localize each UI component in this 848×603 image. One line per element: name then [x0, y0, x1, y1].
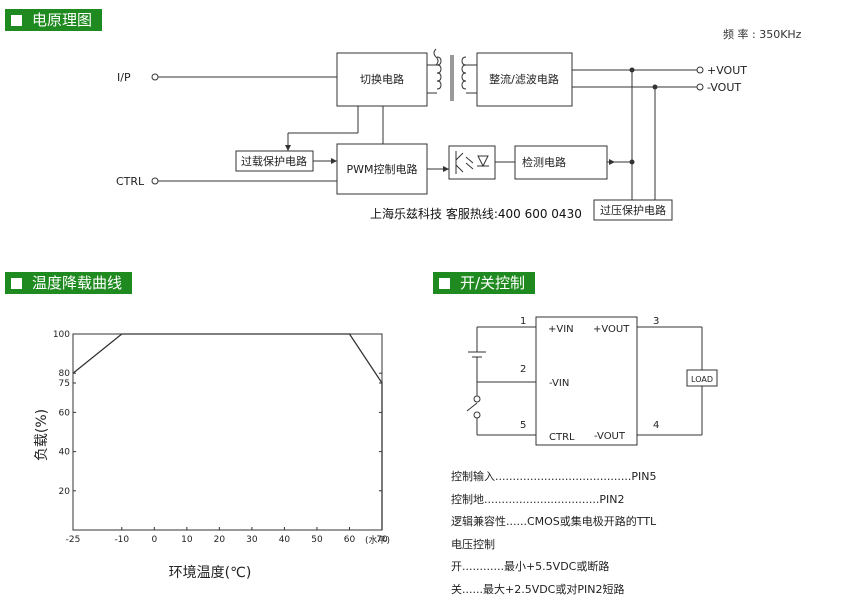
x-tick-label: 40 [279, 535, 291, 545]
y-axis-label: 负载(%) [34, 409, 50, 461]
pin1-label: 1 [520, 316, 526, 327]
ctrl-pin-label: CTRL [549, 432, 575, 443]
vout-neg-label: -VOUT [707, 81, 741, 94]
x-tick-label: 30 [246, 535, 258, 545]
switch-block-label: 切换电路 [360, 72, 404, 86]
square-bullet-icon [11, 15, 22, 26]
pwm-block-label: PWM控制电路 [346, 162, 417, 176]
schematic-section-title: 电原理图 [32, 11, 93, 29]
x-axis-label: 环境温度(℃) [169, 565, 252, 581]
y-tick-label: 40 [59, 448, 71, 458]
vout-neg-terminal [696, 83, 704, 91]
note-line: 开............最小+5.5VDC或断路 [451, 560, 610, 573]
vout-pos-label: +VOUT [707, 64, 747, 77]
y-tick-label: 60 [59, 408, 71, 418]
y-tick-label: 100 [53, 330, 70, 340]
pin3-label: 3 [653, 316, 659, 327]
x-tick-label: 50 [311, 535, 323, 545]
x-unit-note: (水平) [365, 534, 390, 546]
x-tick-label: -10 [114, 535, 129, 545]
detect-block-label: 检测电路 [522, 155, 566, 169]
square-bullet-icon [439, 278, 450, 289]
load-box [686, 369, 718, 387]
hotline-text: 上海乐兹科技 客服热线:400 600 0430 [370, 206, 582, 221]
y-tick-label: 20 [59, 487, 71, 497]
onoff-diagram: 1 2 5 3 4 +VIN -VIN CTRL +VOUT -VOUT LOA… [466, 316, 718, 446]
x-tick-label: 20 [214, 535, 226, 545]
module-box [535, 316, 638, 446]
vout-pos-pin-label: +VOUT [593, 324, 630, 335]
note-line: 关......最大+2.5VDC或对PIN2短路 [451, 582, 625, 596]
rectifier-block-label: 整流/滤波电路 [489, 72, 559, 86]
y-tick-label: 80 [59, 369, 71, 379]
rectifier-block [476, 52, 573, 107]
x-tick-label: 70 [376, 535, 388, 545]
pin5-label: 5 [520, 420, 526, 431]
overvoltage-block-label: 过压保护电路 [600, 203, 666, 217]
control-notes: 控制输入....................................… [451, 466, 656, 601]
derating-section-title: 温度降载曲线 [32, 274, 123, 292]
onoff-section-header: 开/关控制 [433, 272, 536, 294]
vin-neg-label: -VIN [549, 378, 569, 389]
load-label: LOAD [691, 375, 713, 384]
note-line: 控制地.................................PIN2 [451, 492, 625, 506]
input-terminal [151, 73, 159, 81]
square-bullet-icon [11, 278, 22, 289]
note-line: 电压控制 [451, 537, 495, 551]
pin2-label: 2 [520, 364, 526, 375]
vout-neg-pin-label: -VOUT [594, 431, 626, 442]
note-line: 逻辑兼容性......CMOS或集电极开路的TTL [451, 515, 657, 528]
y-tick-label: 75 [59, 379, 70, 389]
pin4-label: 4 [653, 420, 659, 431]
x-tick-label: -25 [66, 535, 81, 545]
onoff-section-title: 开/关控制 [460, 274, 526, 292]
frequency-label: 频 率 : 350KHz [723, 28, 802, 41]
x-tick-label: 0 [151, 535, 157, 545]
x-tick-label: 60 [344, 535, 356, 545]
overload-block-label: 过载保护电路 [241, 154, 307, 168]
x-tick-label: 10 [181, 535, 193, 545]
ctrl-label: CTRL [116, 175, 145, 188]
vin-pos-label: +VIN [548, 324, 574, 335]
vout-pos-terminal [696, 66, 704, 74]
schematic-section-header: 电原理图 [5, 9, 103, 31]
ctrl-terminal [151, 177, 159, 185]
optocoupler-icon [455, 151, 489, 174]
chart-frame [72, 333, 383, 531]
input-label: I/P [117, 71, 131, 84]
note-line: 控制输入....................................… [451, 470, 657, 483]
derating-section-header: 温度降载曲线 [5, 272, 133, 294]
schematic-diagram: I/P CTRL 切换电路 整流/滤波电路 过载保护电路 PWM控制电路 检测电… [116, 48, 747, 221]
switch-block [336, 52, 428, 107]
overvoltage-block [593, 199, 673, 221]
derating-curve [72, 333, 383, 530]
